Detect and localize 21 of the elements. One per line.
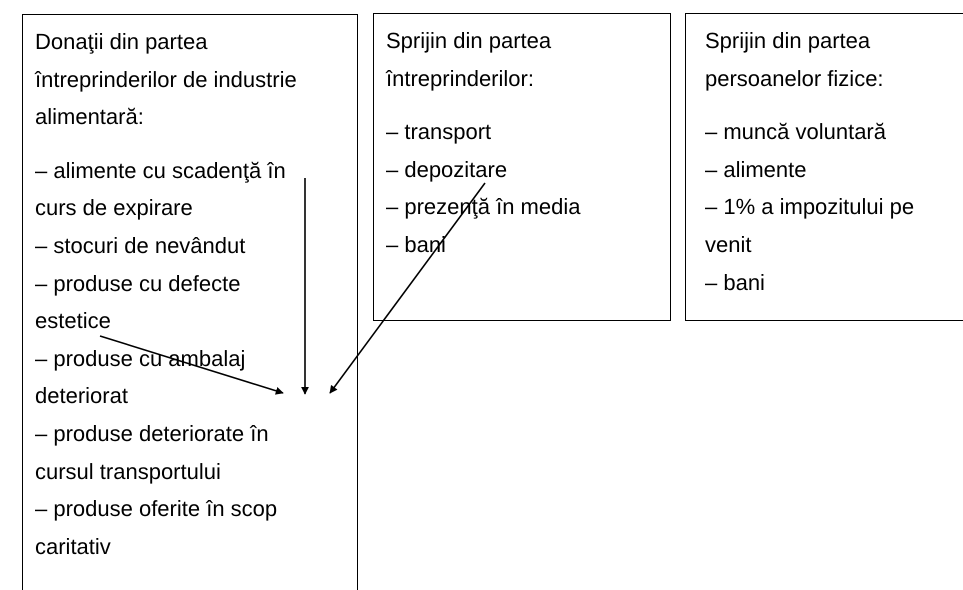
list-item: – produse deteriorate în cursul transportului	[35, 420, 270, 486]
list-item: – muncă voluntară	[705, 118, 887, 146]
list-item: – alimente	[705, 156, 808, 184]
list-item: – transport	[386, 118, 492, 146]
arrow	[100, 335, 284, 395]
text-box	[373, 13, 671, 321]
list-item: – produse oferite în scop caritativ	[35, 495, 278, 561]
list-item: – 1% a impozitului pe venit	[705, 193, 916, 259]
list-item: – bani	[705, 268, 766, 297]
text-box	[685, 13, 963, 321]
list-item: – stocuri de nevândut	[35, 232, 246, 260]
box-heading: Sprijin din partea persoanelor fizice:	[705, 27, 885, 93]
box-heading: Donaţii din partea întreprinderilor de industrie alimentară:	[35, 28, 298, 132]
list-item: – produse cu ambalaj deteriorat	[35, 344, 246, 410]
arrow	[301, 178, 309, 395]
box-heading: Sprijin din partea întreprinderilor:	[386, 27, 552, 93]
text-box	[22, 14, 358, 590]
arrow	[329, 182, 486, 394]
list-item: – depozitare	[386, 156, 508, 184]
list-item: – alimente cu scadenţă în curs de expirare	[35, 156, 287, 222]
list-item: – produse cu defecte estetice	[35, 270, 242, 336]
